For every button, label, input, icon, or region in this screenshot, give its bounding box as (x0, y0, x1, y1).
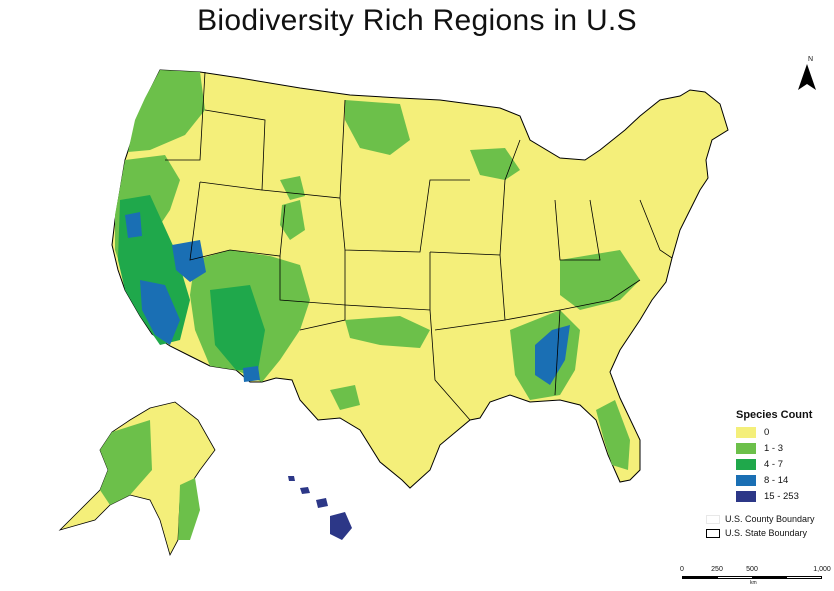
state-boundary-swatch (706, 528, 720, 538)
scale-tick-label: 250 (711, 566, 723, 573)
legend-title: Species Count (736, 409, 813, 421)
arizona-corner-hotspot (243, 366, 260, 382)
county-boundary-swatch (706, 514, 720, 524)
minnesota-region (345, 100, 410, 155)
legend: Species Count 0 1 - 3 4 - 7 8 - 14 15 - … (736, 409, 832, 505)
north-arrow-icon (798, 64, 816, 90)
county-boundary-label: U.S. County Boundary (725, 514, 815, 524)
sierra-hotspot (125, 212, 142, 238)
legend-item: 0 (736, 425, 832, 439)
alabama-hotspot (535, 325, 570, 385)
arizona-region (210, 285, 265, 370)
legend-label: 1 - 3 (764, 442, 784, 454)
hawaii-big-island (330, 512, 352, 540)
hawaii-oahu (300, 487, 310, 494)
legend-swatch (736, 426, 756, 438)
legend-item: 4 - 7 (736, 457, 832, 471)
legend-swatch (736, 442, 756, 454)
hawaii-maui (316, 498, 328, 508)
southern-california-hotspot (140, 280, 180, 345)
north-label: N (808, 56, 814, 63)
legend-item: 15 - 253 (736, 489, 832, 503)
pacific-northwest-region (128, 70, 205, 152)
legend-swatch (736, 474, 756, 486)
alaska-southeast-region (178, 478, 200, 540)
florida-region (596, 400, 630, 470)
colorado-region (280, 200, 305, 240)
contiguous-us-landmass (111, 69, 729, 489)
legend-item: 1 - 3 (736, 441, 832, 455)
species-8-14-regions (125, 212, 570, 385)
legend-label: 4 - 7 (764, 458, 784, 470)
oklahoma-region (345, 316, 430, 348)
legend-label: 0 (764, 426, 770, 438)
state-boundary-label: U.S. State Boundary (725, 528, 808, 538)
scale-tick-label: 500 (746, 566, 758, 573)
legend-swatch (736, 490, 756, 502)
state-boundaries (165, 71, 673, 421)
legend-label: 8 - 14 (764, 474, 789, 486)
legend-swatch (736, 458, 756, 470)
great-lakes-region (470, 148, 520, 180)
scale-unit: km (750, 580, 757, 586)
county-boundary-legend: U.S. County Boundary (706, 514, 815, 524)
nevada-hotspot (172, 240, 206, 282)
legend-label: 15 - 253 (764, 490, 799, 502)
texas-region (330, 385, 360, 410)
hawaii-islands (288, 476, 352, 540)
appalachian-region (560, 250, 640, 310)
alaska-green-region (100, 420, 152, 505)
scale-bar-segments (682, 576, 822, 579)
map-title: Biodiversity Rich Regions in U.S (197, 4, 637, 37)
scale-tick-label: 0 (680, 566, 684, 573)
scale-bar: 0 250 500 1,000 km (676, 566, 831, 588)
state-boundary-legend: U.S. State Boundary (706, 528, 807, 538)
scale-tick-label: 1,000 (813, 566, 831, 573)
hawaii-kauai (288, 476, 295, 481)
legend-item: 8 - 14 (736, 473, 832, 487)
